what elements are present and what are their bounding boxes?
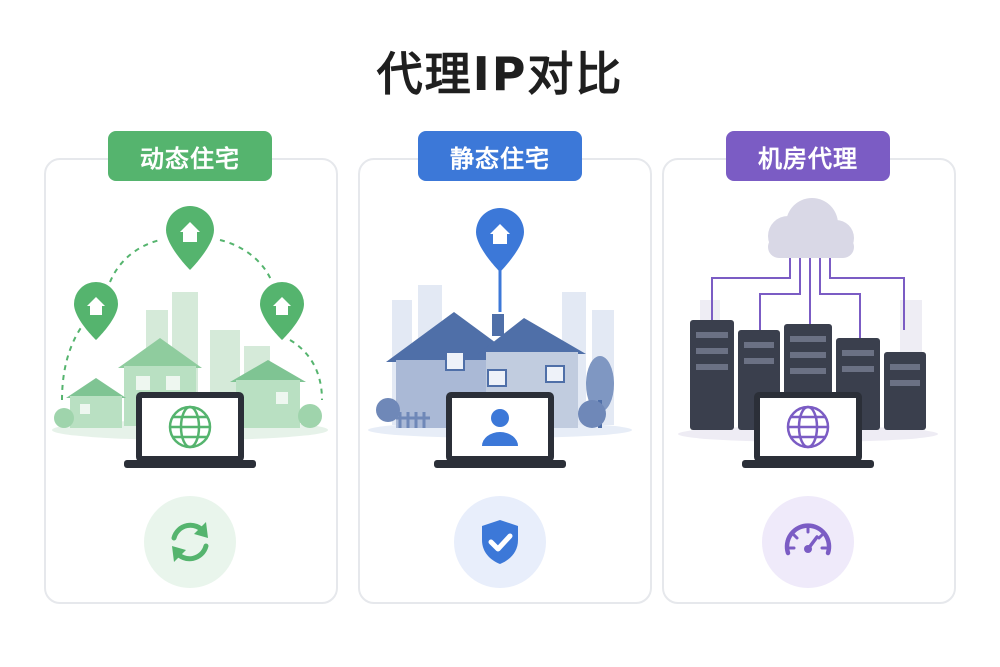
datacenter-illustration — [678, 198, 938, 468]
user-icon — [482, 409, 518, 446]
speedometer-icon — [762, 496, 854, 588]
refresh-icon — [144, 496, 236, 588]
static-house-illustration — [368, 208, 632, 468]
dynamic-town-illustration — [52, 206, 328, 468]
globe-icon — [786, 405, 830, 449]
globe-icon — [168, 405, 212, 449]
badge-static-residential: 静态住宅 — [418, 131, 582, 181]
badge-datacenter: 机房代理 — [726, 131, 890, 181]
badge-dynamic-residential: 动态住宅 — [108, 131, 272, 181]
page-title: 代理IP对比 — [376, 47, 624, 101]
cloud-icon — [768, 198, 854, 258]
shield-check-icon — [454, 496, 546, 588]
